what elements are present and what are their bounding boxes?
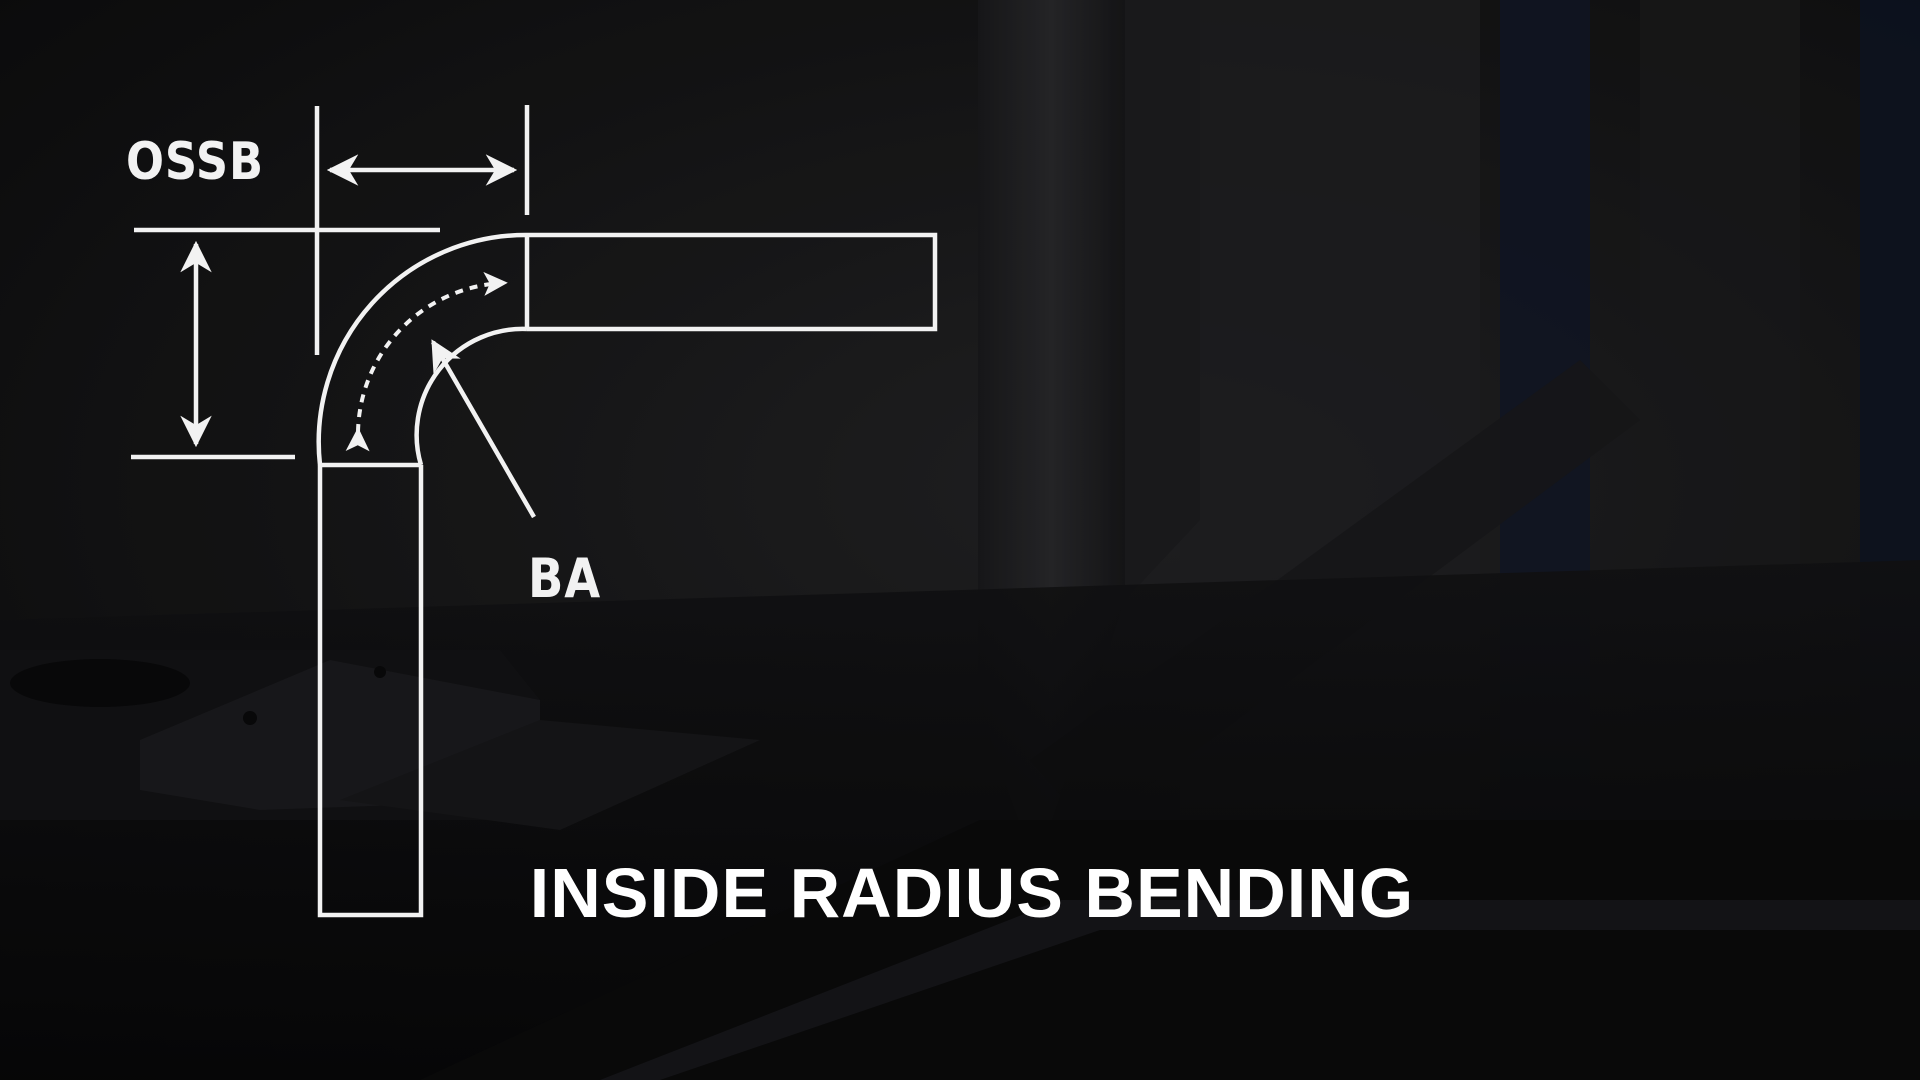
diagram-caption: INSIDE RADIUS BENDING (529, 854, 1415, 932)
vertical-flange (317, 465, 424, 918)
reference-lines (131, 105, 530, 460)
outer-bend-arc (316, 232, 528, 466)
inner-bend-arc (414, 326, 528, 466)
bent-part-outline (316, 232, 938, 918)
ossb-label: OSSB (126, 132, 264, 192)
ba-leader-arrow (431, 339, 536, 519)
bend-allowance-arc-arrow (345, 271, 508, 452)
horizontal-flange (527, 232, 938, 332)
ossb-dimension-arrows (180, 154, 518, 448)
ba-label: BA (528, 547, 602, 610)
